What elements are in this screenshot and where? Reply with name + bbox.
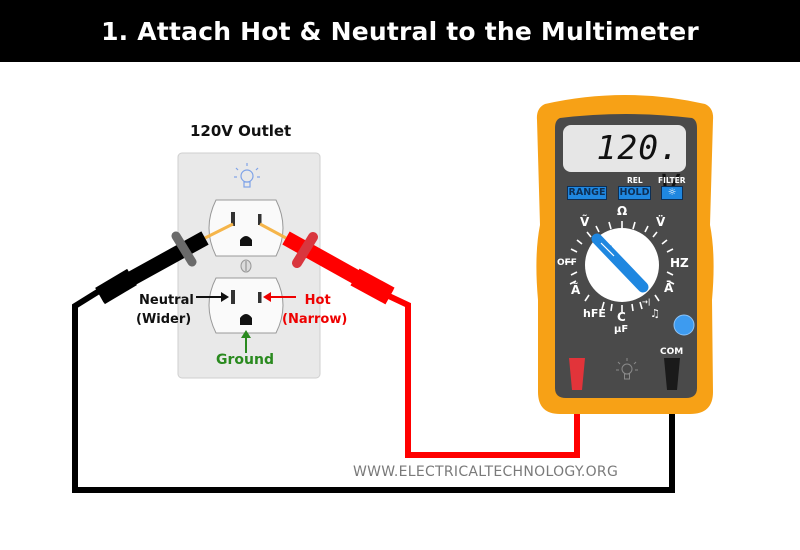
dial-label-adc: Ä bbox=[664, 281, 674, 295]
hot-probe-tip bbox=[259, 222, 287, 240]
dial-label-capacitance: C bbox=[617, 310, 626, 324]
black-probe[interactable] bbox=[95, 231, 209, 305]
hot-arrow bbox=[263, 292, 296, 302]
filter-button[interactable]: ☼ bbox=[661, 186, 683, 200]
dial-label-ohm: Ω bbox=[617, 204, 628, 218]
rel-label: REL bbox=[627, 176, 643, 185]
lcd-display bbox=[563, 125, 686, 172]
multimeter bbox=[536, 95, 714, 414]
ground-arrow bbox=[241, 330, 251, 353]
dial-label-hz: HZ bbox=[670, 256, 689, 270]
voltage-jack[interactable] bbox=[569, 358, 585, 390]
neutral-wire bbox=[72, 275, 675, 493]
dial-label-vdc: V̈ bbox=[656, 215, 666, 229]
filter-label: FILTER bbox=[658, 176, 686, 185]
header-bar: 1. Attach Hot & Neutral to the Multimete… bbox=[0, 0, 800, 62]
dial-pointer bbox=[591, 233, 649, 293]
wall-outlet bbox=[177, 152, 321, 379]
neutral-probe-tip bbox=[204, 222, 234, 240]
lightbulb-icon bbox=[234, 163, 260, 188]
range-button[interactable]: RANGE bbox=[567, 186, 607, 200]
hot-label-line1: Hot bbox=[304, 293, 331, 308]
backlight-icon bbox=[616, 358, 638, 380]
upper-receptacle bbox=[208, 199, 284, 257]
hot-wire bbox=[353, 277, 580, 458]
neutral-arrow bbox=[196, 292, 229, 302]
watermark: WWW.ELECTRICALTECHNOLOGY.ORG bbox=[353, 464, 619, 480]
page-title: 1. Attach Hot & Neutral to the Multimete… bbox=[101, 16, 699, 46]
com-jack[interactable] bbox=[664, 358, 680, 390]
dial-label-vac: Ṽ bbox=[580, 215, 590, 229]
dial-label-microfarad: μF bbox=[614, 324, 629, 335]
com-label: COM bbox=[660, 347, 684, 357]
dial-label-off: OFF bbox=[557, 258, 577, 268]
hot-label: Hot (Narrow) bbox=[282, 291, 347, 329]
neutral-label-line1: Neutral bbox=[139, 293, 194, 308]
dial-label-hfe: hFE bbox=[583, 307, 606, 320]
outlet-title: 120V Outlet bbox=[190, 122, 292, 140]
backlight-knob[interactable] bbox=[673, 314, 695, 336]
ground-label: Ground bbox=[216, 352, 274, 368]
dial-label-aac: Ã bbox=[571, 283, 581, 297]
neutral-label: Neutral (Wider) bbox=[136, 291, 194, 329]
dial-ticks bbox=[565, 221, 679, 312]
red-probe[interactable] bbox=[282, 231, 395, 305]
dial-label-continuity: ♫ bbox=[650, 307, 660, 320]
dial-label-diode: →| bbox=[642, 298, 651, 306]
neutral-label-line2: (Wider) bbox=[136, 312, 192, 327]
hot-label-line2: (Narrow) bbox=[282, 312, 348, 327]
hold-button[interactable]: HOLD bbox=[618, 186, 651, 200]
